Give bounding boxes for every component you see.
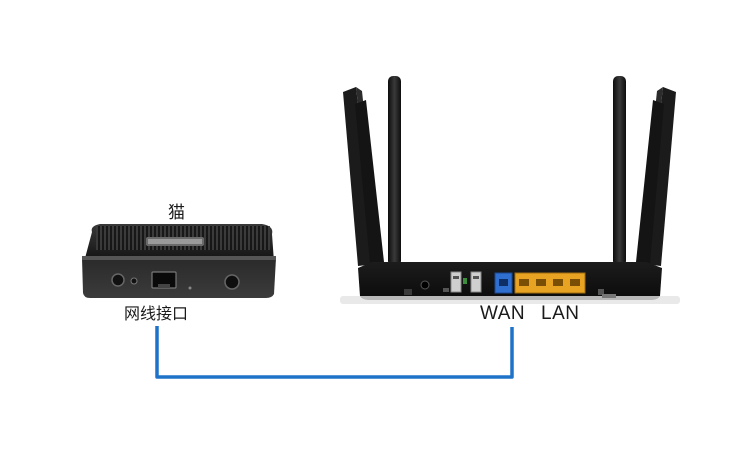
modem-label: 猫 (168, 203, 185, 223)
router-device-icon (340, 76, 680, 304)
ethernet-cable-icon (155, 326, 514, 379)
lan-port-label: LAN (541, 303, 580, 324)
wan-port-label: WAN (480, 303, 526, 324)
modem-device-icon (82, 224, 276, 298)
ethernet-port-label: 网线接口 (124, 304, 189, 323)
